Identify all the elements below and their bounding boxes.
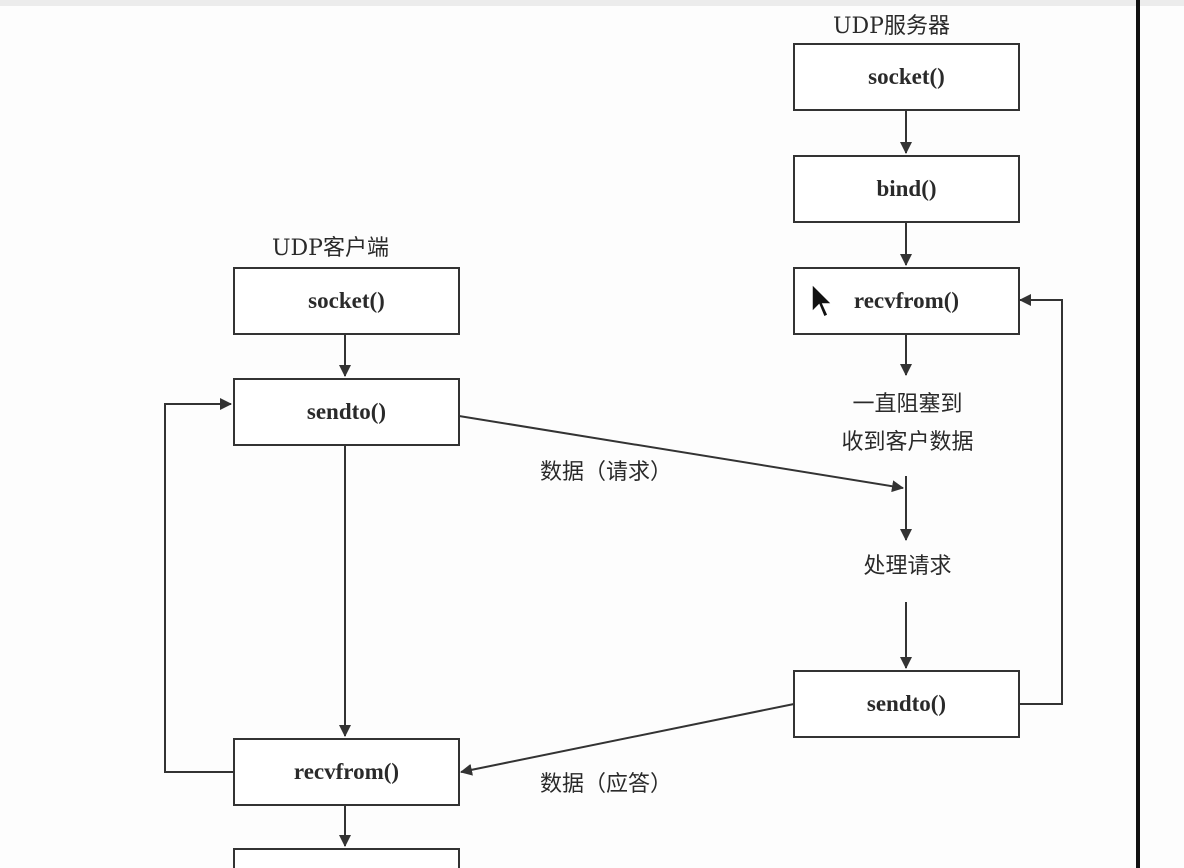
client-recvfrom-box: recvfrom() (233, 738, 460, 806)
mouse-pointer-icon (811, 282, 834, 319)
data-request-label: 数据（请求） (540, 460, 673, 485)
data-reply-label: 数据（应答） (540, 772, 673, 797)
client-title: UDP客户端 (272, 236, 389, 261)
server-sendto-box: sendto() (793, 670, 1020, 738)
right-border (1136, 0, 1140, 868)
client-socket-box: socket() (233, 267, 460, 335)
client-sendto-box: sendto() (233, 378, 460, 446)
server-recvfrom-box: recvfrom() (793, 267, 1020, 335)
server-title: UDP服务器 (833, 14, 950, 39)
server-block-line2: 收到客户数据 (841, 430, 974, 455)
server-block-line1: 一直阻塞到 (852, 392, 963, 417)
arrow-data-reply (460, 703, 795, 776)
arrow-server-loop-back (1019, 294, 1063, 705)
client-next-box (233, 848, 460, 868)
server-process-label: 处理请求 (863, 554, 952, 579)
top-divider (0, 0, 1184, 6)
arrow-data-request (458, 415, 904, 493)
arrow-client-loop-back (164, 398, 233, 773)
server-bind-box: bind() (793, 155, 1020, 223)
server-socket-box: socket() (793, 43, 1020, 111)
